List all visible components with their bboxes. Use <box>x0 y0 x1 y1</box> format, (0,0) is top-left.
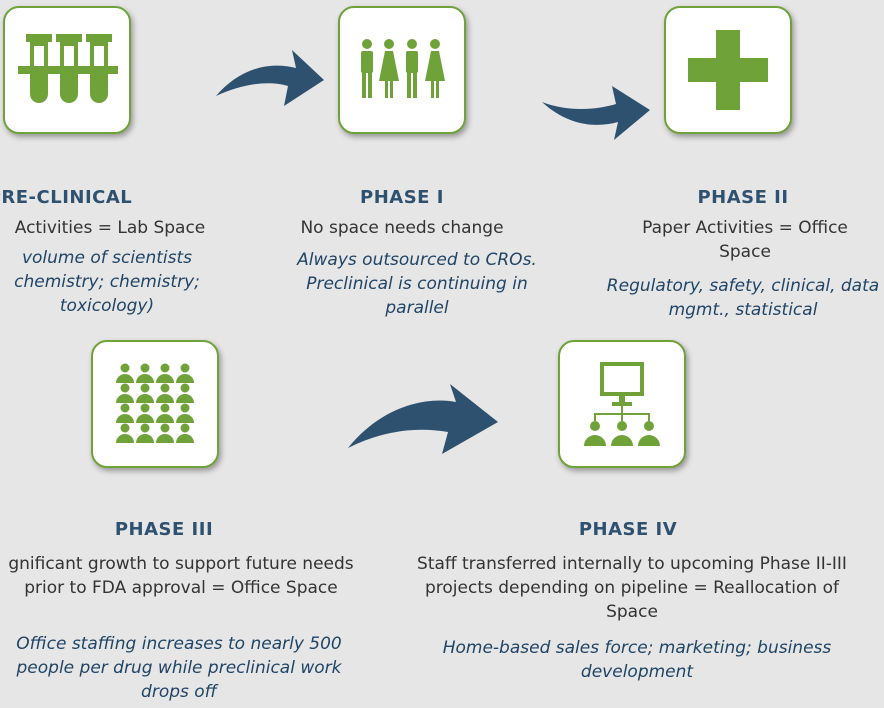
phase1-desc: No space needs change <box>300 218 504 238</box>
preclinical-note: volume of scientists chemistry; chemistr… <box>14 248 200 316</box>
phase2-icon-box <box>664 6 792 134</box>
phase2-desc: Paper Activities = Office Space <box>642 218 848 262</box>
arrow-phase3-to-phase4 <box>348 384 498 454</box>
phase4-icon-box <box>558 340 686 468</box>
phase4-desc: Staff transferred internally to upcoming… <box>417 554 847 622</box>
phase2-title: PHASE II <box>697 187 789 208</box>
test-tubes-icon <box>18 34 118 103</box>
preclinical-title: PRE-CLINICAL <box>0 187 133 208</box>
arrow-phase1-to-phase2 <box>542 86 650 140</box>
presentation-icon <box>584 362 660 446</box>
phase1-title: PHASE I <box>360 187 444 208</box>
phase4-title: PHASE IV <box>578 519 678 540</box>
medical-cross-icon <box>688 30 768 110</box>
phase4-note: Home-based sales force; marketing; busin… <box>442 638 832 682</box>
phase1-note: Always outsourced to CROs. Preclinical i… <box>297 250 537 318</box>
arrow-preclinical-to-phase1 <box>216 50 324 106</box>
phase1-icon-box <box>338 6 466 134</box>
phase3-title: PHASE III <box>114 519 214 540</box>
phase3-note: Office staffing increases to nearly 500 … <box>16 634 342 702</box>
preclinical-icon-box <box>3 6 131 134</box>
people-icon <box>361 39 445 98</box>
phase3-desc: gnificant growth to support future needs… <box>8 554 354 598</box>
preclinical-desc: Activities = Lab Space <box>14 218 206 238</box>
crowd-icon <box>116 363 194 443</box>
phase2-note: Regulatory, safety, clinical, data mgmt.… <box>606 276 880 320</box>
phase3-icon-box <box>91 340 219 468</box>
